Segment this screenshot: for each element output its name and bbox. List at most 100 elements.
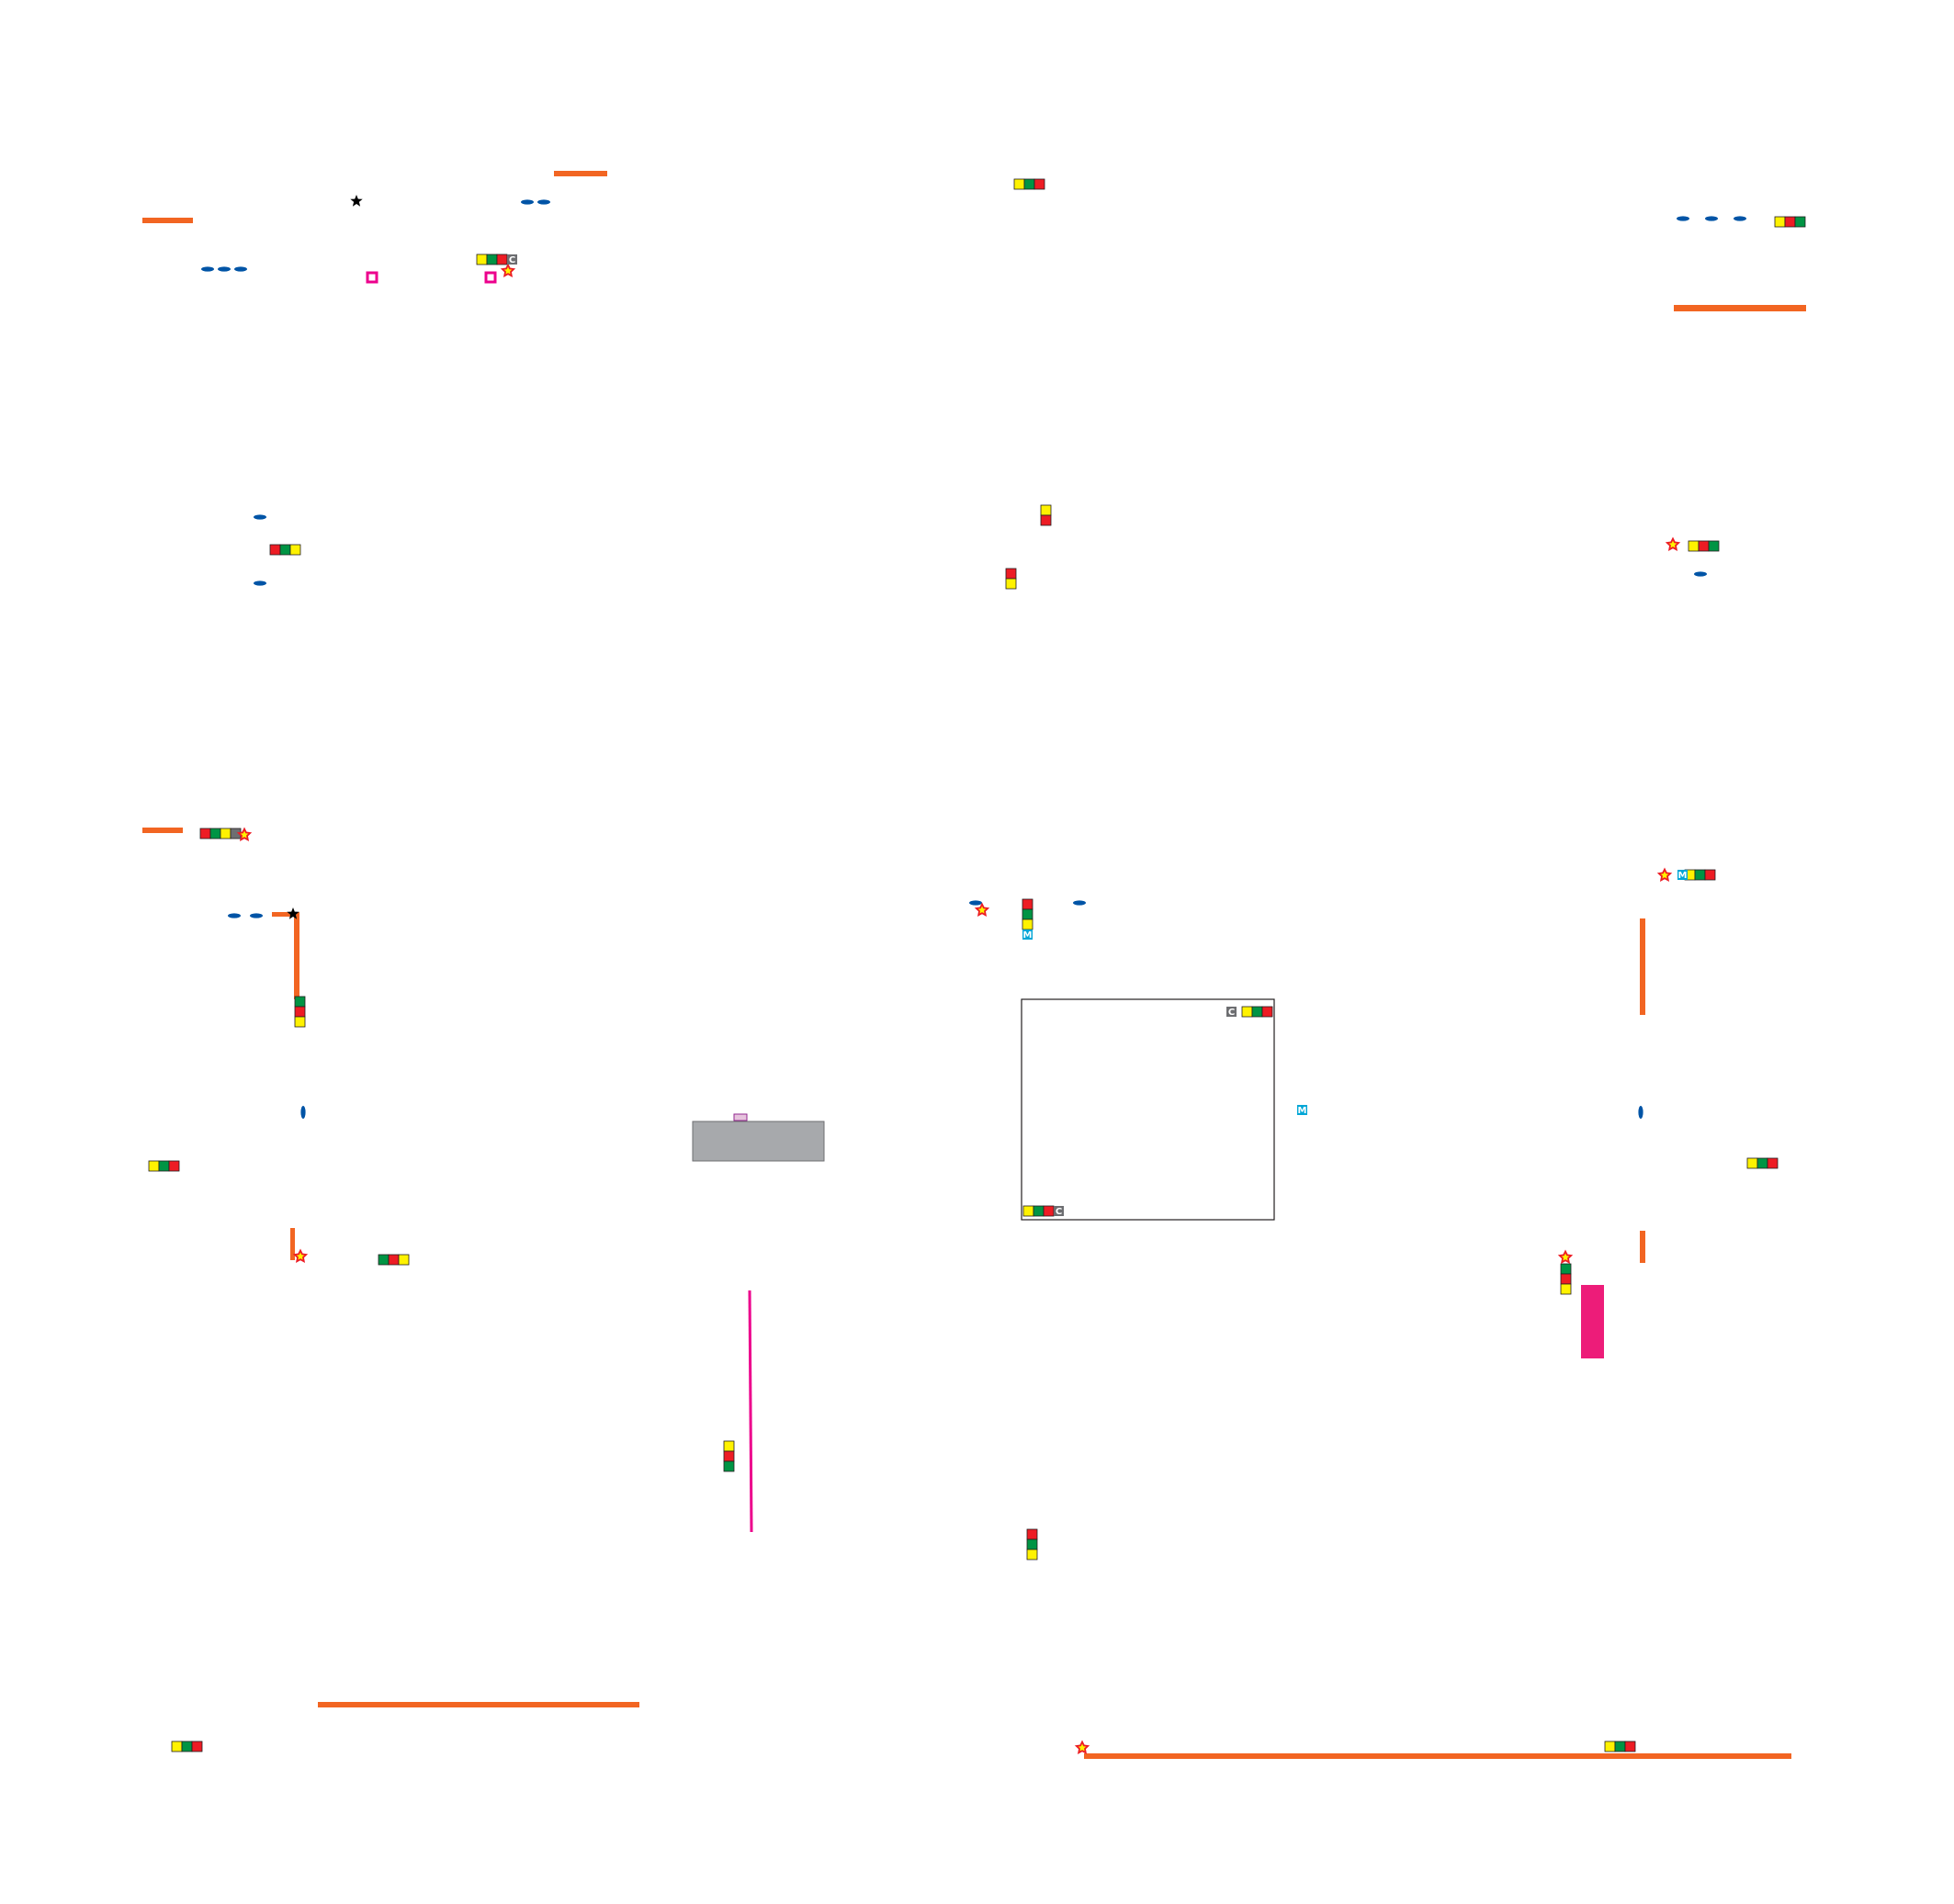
signal-lamp — [1614, 1741, 1626, 1752]
magenta-square — [366, 271, 378, 284]
blue-oval — [254, 514, 266, 520]
blue-oval — [201, 266, 214, 272]
signal-lamp — [1033, 178, 1045, 190]
signal-lamp — [168, 1160, 180, 1172]
star-icon — [287, 907, 299, 919]
blue-oval — [969, 900, 982, 906]
blue-oval — [1734, 216, 1746, 221]
signal-lamp — [199, 828, 211, 839]
signal-lamp — [1784, 216, 1796, 228]
signal-lamp — [1604, 1741, 1616, 1752]
blue-oval — [300, 1106, 306, 1119]
badge-c — [1226, 1007, 1237, 1017]
signal-lamp — [1022, 1205, 1034, 1217]
blue-oval — [537, 199, 550, 205]
signal-lamp — [294, 1006, 306, 1018]
signal-lamp — [1040, 514, 1052, 526]
signal-lamp — [294, 996, 306, 1008]
blue-oval — [228, 913, 241, 918]
blue-oval — [1694, 571, 1707, 577]
signal-lamp — [1560, 1283, 1572, 1295]
blue-oval — [234, 266, 247, 272]
blue-oval — [1638, 1106, 1643, 1119]
signal-lamp — [289, 544, 301, 556]
signal-lamp — [723, 1460, 735, 1472]
signal-lamp — [1698, 540, 1710, 552]
orange-track — [1640, 1231, 1645, 1263]
signal-lamp — [158, 1160, 170, 1172]
badge-c — [1054, 1206, 1064, 1216]
signal-lamp — [1043, 1205, 1055, 1217]
star-group — [236, 195, 1681, 1755]
signal-lamp — [1022, 908, 1033, 920]
orange-track — [1640, 918, 1645, 1015]
badge-text-m: M — [1298, 1106, 1307, 1116]
signal-lamp — [1005, 568, 1017, 580]
flag-star-icon — [1665, 536, 1681, 552]
blue-oval — [1705, 216, 1718, 221]
signal-lamp — [1023, 178, 1035, 190]
signal-lamp — [1704, 869, 1716, 881]
flag-star-icon — [1656, 867, 1673, 883]
signal-lamp — [1708, 540, 1720, 552]
map-frame — [1021, 998, 1275, 1221]
blue-oval-group — [201, 199, 1746, 1119]
blue-oval — [521, 199, 534, 205]
signal-lamp — [209, 828, 221, 839]
signal-lamp — [171, 1741, 183, 1752]
signal-lamp — [1026, 1528, 1038, 1540]
badge-m — [1022, 929, 1033, 940]
signal-lamp — [1251, 1006, 1263, 1018]
badge-text-c: C — [1056, 1207, 1062, 1217]
signal-lamp — [269, 544, 281, 556]
signal-group — [148, 178, 1806, 1752]
signal-lamp — [496, 253, 508, 265]
blue-oval — [1073, 900, 1086, 906]
flag-star-icon — [236, 827, 253, 842]
flag-star-icon — [1557, 1249, 1574, 1265]
signal-lamp — [1261, 1006, 1273, 1018]
signal-lamp — [1624, 1741, 1636, 1752]
signal-lamp — [1694, 869, 1706, 881]
orange-track — [1084, 1753, 1791, 1759]
signal-lamp — [486, 253, 498, 265]
signal-lamp — [220, 828, 232, 839]
flag-star-icon — [974, 902, 990, 918]
signal-lamp — [1005, 578, 1017, 590]
blue-oval — [250, 913, 263, 918]
signal-lamp — [181, 1741, 193, 1752]
signal-lamp — [723, 1450, 735, 1462]
star-icon — [350, 195, 363, 207]
orange-track — [554, 171, 607, 176]
signal-lamp — [1033, 1205, 1045, 1217]
blue-oval — [1677, 216, 1689, 221]
badge-m — [1297, 1105, 1307, 1115]
signal-lamp — [398, 1254, 410, 1266]
signal-lamp — [476, 253, 488, 265]
orange-track — [318, 1702, 639, 1707]
flag-star-icon — [292, 1248, 309, 1264]
orange-track — [272, 912, 294, 917]
badge-text-c: C — [1228, 1008, 1235, 1018]
grey-panel-tab — [733, 1113, 748, 1121]
signal-lamp — [1746, 1157, 1758, 1169]
grey-panel — [692, 1121, 825, 1162]
signal-lamp — [1040, 504, 1052, 516]
signal-lamp — [294, 1016, 306, 1028]
signal-lamp — [388, 1254, 400, 1266]
signal-lamp — [1560, 1263, 1572, 1275]
badge-m — [1677, 870, 1688, 880]
blue-oval — [254, 580, 266, 586]
flag-star-icon — [500, 263, 516, 278]
signal-lamp — [1013, 178, 1025, 190]
signal-lamp — [148, 1160, 160, 1172]
blue-oval — [218, 266, 231, 272]
signal-lamp — [1688, 540, 1700, 552]
signal-lamp — [1767, 1157, 1779, 1169]
pink-block — [1581, 1285, 1604, 1358]
orange-track — [294, 912, 299, 999]
signal-lamp — [1026, 1538, 1038, 1550]
signal-lamp — [723, 1440, 735, 1452]
